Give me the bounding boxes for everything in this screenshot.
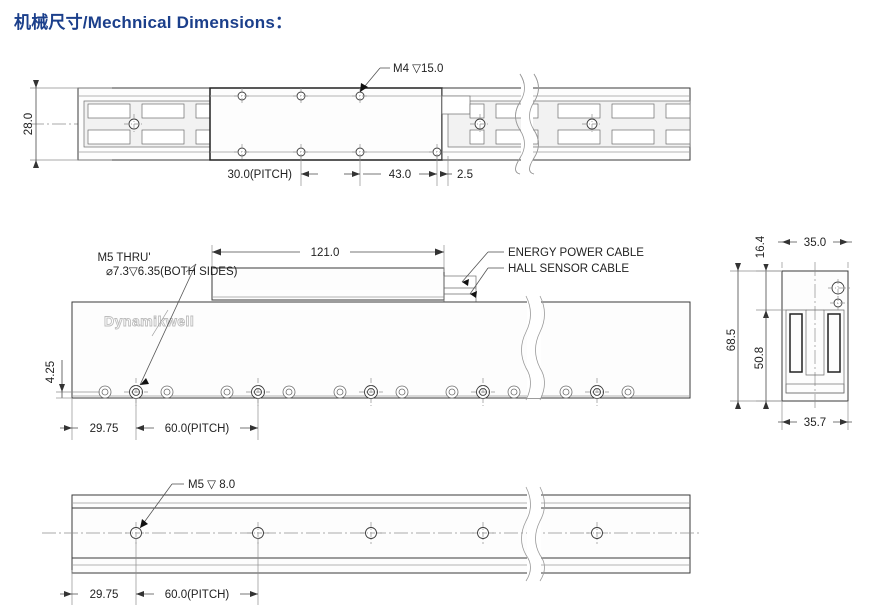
dim-label-121: 121.0 <box>311 247 340 259</box>
dim-28: 28.0 <box>23 80 112 168</box>
callout-m4: M4 ▽15.0 <box>359 63 443 93</box>
side-view-forcer-block <box>211 267 445 301</box>
callout-m5-thru-line2: ⌀7.3▽6.35(BOTH SIDES) <box>106 266 238 278</box>
dim-label-29-75: 29.75 <box>90 423 119 435</box>
callout-m4-label: M4 ▽15.0 <box>393 63 443 75</box>
dim-label-pitch60: 60.0(PITCH) <box>165 423 230 435</box>
dim-label-4-25: 4.25 <box>45 361 57 383</box>
callout-m5-depth: M5 ▽ 8.0 <box>139 479 235 529</box>
side-view-body: Dynamikwell <box>71 295 691 406</box>
top-view: 28.0 M4 ▽15.0 30.0(PITCH) 43.0 <box>23 63 691 186</box>
bottom-view: M5 ▽ 8.0 29.75 60.0(PITCH) <box>42 479 700 605</box>
side-hole-group-2 <box>220 378 296 406</box>
dim-label-28: 28.0 <box>23 113 35 135</box>
cable-connector <box>443 275 477 303</box>
dim-label-35-7: 35.7 <box>804 417 826 429</box>
dim-50-8: 50.8 <box>754 316 782 409</box>
side-hole-group-3 <box>333 378 409 406</box>
m4-hole-row-upper <box>234 88 368 104</box>
dim-121: 121.0 <box>211 244 445 272</box>
bottom-view-dim-chain: 29.75 60.0(PITCH) <box>60 538 259 605</box>
side-hole-group-5 <box>559 378 635 406</box>
dim-label-35-0: 35.0 <box>804 237 826 249</box>
dim-label-43: 43.0 <box>389 169 411 181</box>
dim-label-pitch30: 30.0(PITCH) <box>227 169 292 181</box>
dim-35-0: 35.0 <box>778 234 852 268</box>
top-view-right-rail <box>441 73 691 175</box>
dim-label-50-8: 50.8 <box>754 347 766 369</box>
dim-68-5: 68.5 <box>726 263 782 409</box>
section-u-channel <box>785 309 845 394</box>
page-title: 机械尺寸/Mechnical Dimensions： <box>14 13 293 32</box>
callout-m5-thru: M5 THRU' ⌀7.3▽6.35(BOTH SIDES) <box>97 252 238 386</box>
top-view-dim-chain: 30.0(PITCH) 43.0 2.5 <box>227 156 473 186</box>
dim-label-2-5: 2.5 <box>457 169 473 181</box>
side-view-dim-chain: 29.75 60.0(PITCH) <box>60 398 259 440</box>
section-mount-holes <box>828 279 850 310</box>
cross-section-view: 35.0 16.4 68.5 50.8 <box>726 230 852 430</box>
top-view-carriage-block <box>209 87 445 161</box>
dim-16-4: 16.4 <box>755 230 786 318</box>
top-view-left-rail <box>77 87 211 161</box>
brand-watermark: Dynamikwell <box>104 313 194 329</box>
callout-m5-depth-label: M5 ▽ 8.0 <box>188 479 235 491</box>
side-hole-group-4 <box>445 378 521 406</box>
dim-label-16-4: 16.4 <box>755 235 767 258</box>
dim-4-25: 4.25 <box>45 360 100 399</box>
dim-label-bottom-pitch60: 60.0(PITCH) <box>165 589 230 601</box>
label-energy-power-cable: ENERGY POWER CABLE <box>508 247 644 259</box>
label-hall-sensor-cable: HALL SENSOR CABLE <box>508 263 629 275</box>
dim-35-7: 35.7 <box>778 401 852 430</box>
dim-label-68-5: 68.5 <box>726 329 738 351</box>
dim-label-bottom-29-75: 29.75 <box>90 589 119 601</box>
callout-m5-thru-line1: M5 THRU' <box>97 252 150 264</box>
cable-labels: ENERGY POWER CABLE HALL SENSOR CABLE <box>461 247 644 298</box>
side-view: Dynamikwell <box>45 244 691 440</box>
